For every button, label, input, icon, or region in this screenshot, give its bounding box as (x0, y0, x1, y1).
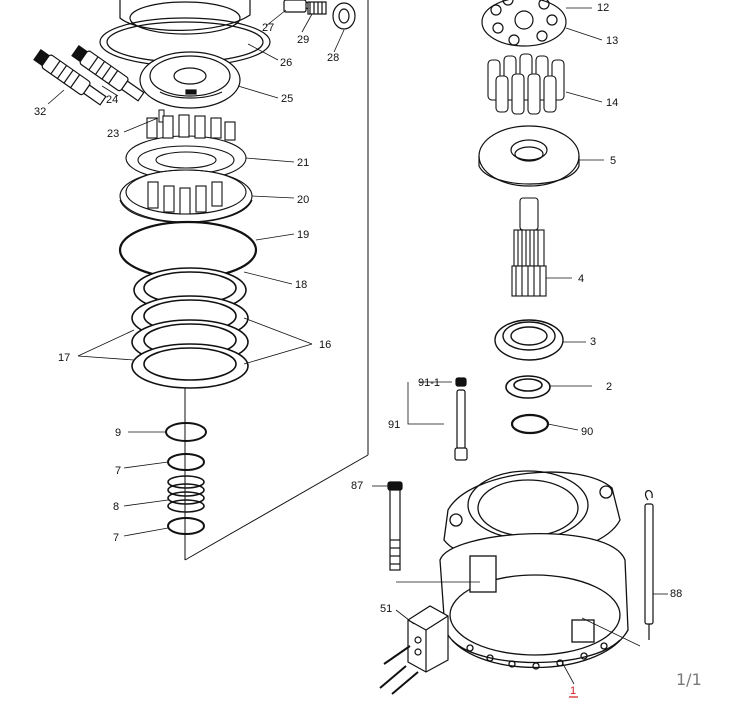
friction-plates (131, 267, 249, 389)
label-7-lower: 7 (113, 532, 119, 544)
part-labels: 32 24 27 29 28 26 25 23 21 20 19 18 17 1… (34, 2, 682, 697)
label-1-highlighted: 1 (570, 685, 576, 697)
piston-ring-20 (119, 169, 253, 224)
label-28: 28 (327, 52, 339, 64)
label-13: 13 (606, 35, 618, 47)
label-21: 21 (297, 157, 309, 169)
label-26: 26 (280, 57, 292, 69)
valve-block-51 (379, 605, 449, 695)
pin-91 (454, 377, 468, 461)
label-51: 51 (380, 603, 392, 615)
leader-lines (47, 7, 668, 685)
label-32: 32 (34, 106, 46, 118)
label-87: 87 (351, 480, 363, 492)
plug-27 (283, 0, 356, 30)
ring-2 (505, 375, 551, 399)
label-2: 2 (606, 381, 612, 393)
label-23: 23 (107, 128, 119, 140)
valve-plate-25 (139, 51, 241, 109)
spring-row-top (146, 114, 236, 141)
label-25: 25 (281, 93, 293, 105)
pin-91-leaders (407, 381, 452, 425)
page-counter: 1/1 (676, 670, 702, 689)
ring-9 (165, 422, 207, 442)
label-20: 20 (297, 194, 309, 206)
bolt-87 (387, 481, 403, 571)
spring-8 (167, 475, 205, 513)
shaft-4 (511, 197, 547, 297)
label-8: 8 (113, 501, 119, 513)
gear-carrier-12 (481, 0, 567, 47)
relief-valve-left (33, 45, 145, 106)
snap-ring-90 (510, 413, 550, 435)
label-5: 5 (610, 155, 616, 167)
label-16: 16 (319, 339, 331, 351)
reduction-housing (439, 470, 629, 670)
label-29: 29 (297, 34, 309, 46)
label-91: 91 (388, 419, 400, 431)
cylinder-block-21 (125, 114, 247, 181)
level-gauge-88 (644, 490, 654, 640)
planet-pins-14 (487, 53, 565, 115)
label-9: 9 (115, 427, 121, 439)
label-27: 27 (262, 22, 274, 34)
ring-7-lower (167, 517, 205, 535)
label-3: 3 (590, 336, 596, 348)
label-14: 14 (606, 97, 618, 109)
label-91-1: 91-1 (418, 377, 440, 389)
thrust-plate-5 (478, 125, 580, 187)
label-12: 12 (597, 2, 609, 14)
label-90: 90 (581, 426, 593, 438)
label-18: 18 (295, 279, 307, 291)
label-19: 19 (297, 229, 309, 241)
label-88: 88 (670, 588, 682, 600)
label-24: 24 (106, 94, 118, 106)
label-17: 17 (58, 352, 70, 364)
ring-7-upper (167, 453, 205, 471)
bearing-3 (494, 319, 564, 361)
label-7-upper: 7 (115, 465, 121, 477)
label-4: 4 (578, 273, 584, 285)
